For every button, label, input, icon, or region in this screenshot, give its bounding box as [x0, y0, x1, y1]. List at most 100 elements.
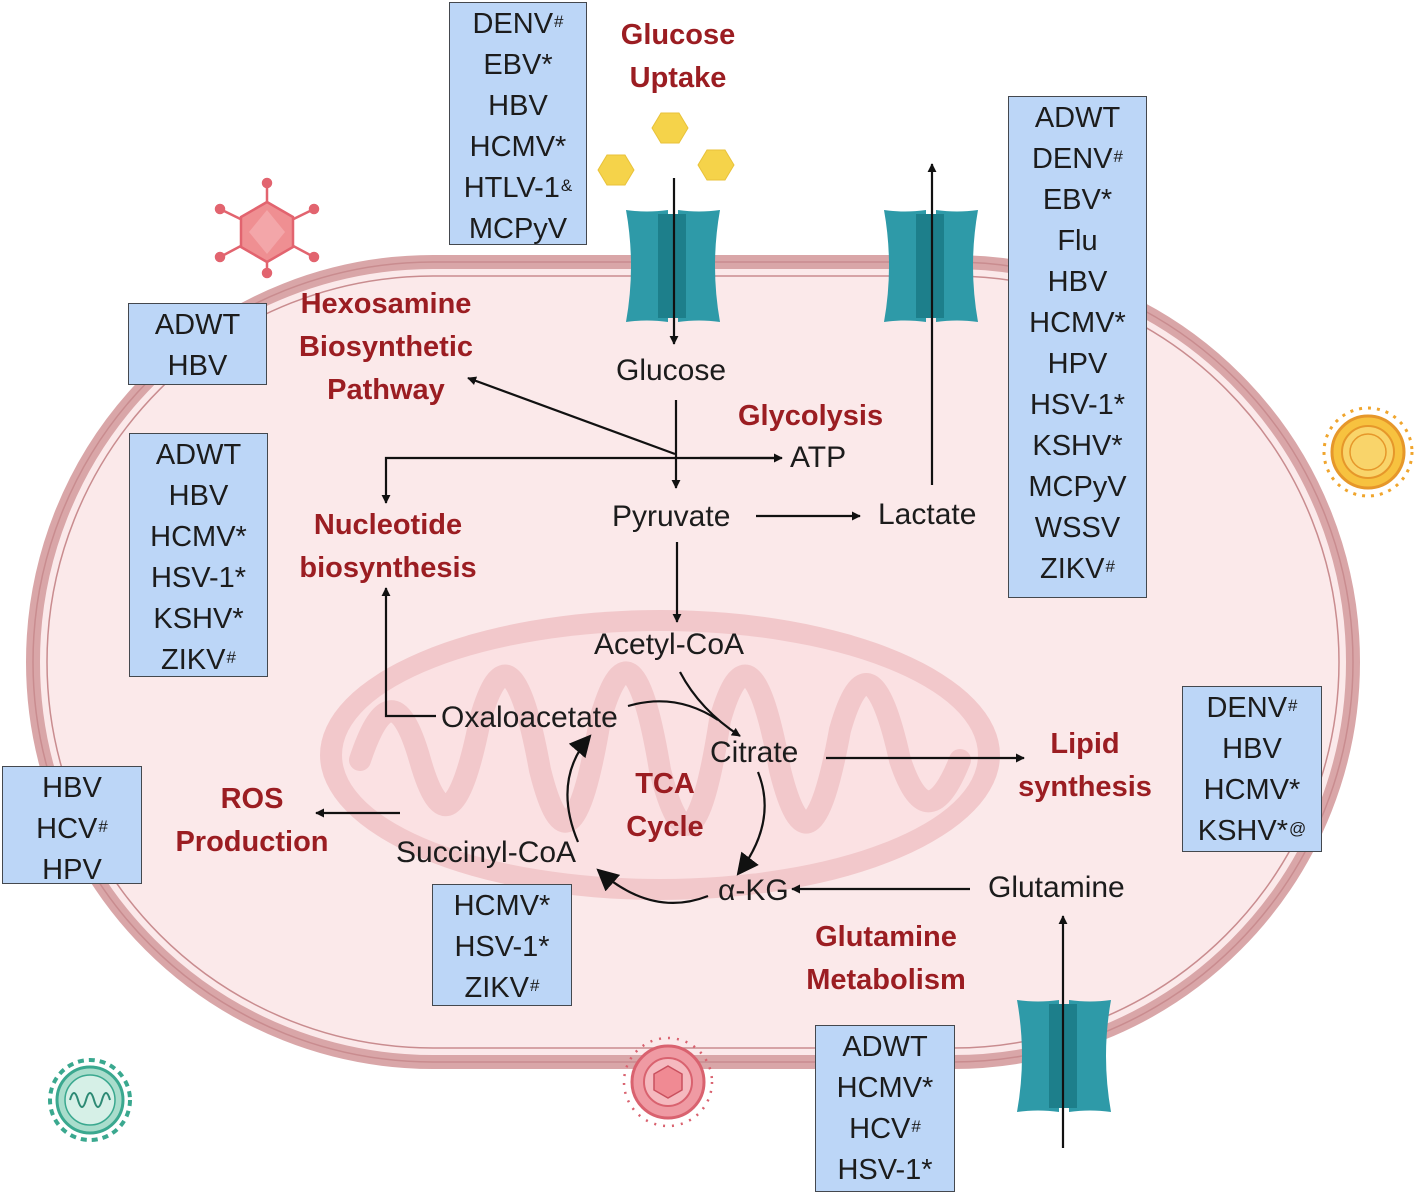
virus-footnote-mark: #	[1288, 696, 1298, 715]
virus-footnote-mark: #	[1105, 557, 1115, 576]
glutamine-transporter-icon	[1017, 1000, 1111, 1112]
tca-arc-akg-succinylcoa	[596, 868, 709, 904]
arrow-to-nucleotide-from-glycolysis	[381, 456, 780, 504]
alpha-kg-label: α-KG	[718, 874, 789, 907]
virus-name: HCMV*	[836, 1072, 934, 1104]
coronavirus-icon	[1322, 406, 1414, 498]
virus-entry: HBV	[3, 768, 141, 809]
pathway-arrows	[315, 163, 1068, 1148]
virus-entry: DENV#	[450, 4, 586, 45]
virus-name: EBV*	[1042, 184, 1113, 216]
virus-name: HCMV*	[1203, 774, 1301, 806]
virus-entry: HBV	[129, 346, 266, 387]
virus-entry: HSV-1*	[816, 1150, 954, 1191]
virus-entry: ADWT	[816, 1027, 954, 1068]
glucose-molecule-icon	[597, 112, 735, 186]
virus-footnote-mark: #	[530, 976, 540, 995]
virus-entry: HCMV*	[1009, 303, 1146, 344]
virus-name: Flu	[1057, 225, 1098, 257]
virus-entry: ZIKV#	[433, 968, 571, 1009]
virus-entry: MCPyV	[1009, 467, 1146, 508]
glutamine-label: Glutamine	[988, 871, 1125, 904]
virus-name: HBV	[1222, 733, 1282, 765]
arrow-acetylcoa-citrate	[679, 671, 741, 737]
virus-name: HSV-1*	[1029, 389, 1126, 421]
virus-entry: HSV-1*	[1009, 385, 1146, 426]
virus-name: HCV	[36, 813, 98, 845]
virus-box-glutamine: ADWT HCMV* HCV#HSV-1*	[815, 1025, 955, 1192]
virus-entry: DENV#	[1183, 688, 1321, 729]
virus-entry: HSV-1*	[130, 558, 267, 599]
tca-arc-citrate-akg	[736, 771, 766, 876]
virus-entry: ZIKV#	[130, 640, 267, 681]
mitochondrion-icon	[320, 610, 1000, 900]
virus-name: HPV	[42, 854, 102, 886]
lactate-transporter-icon	[884, 210, 978, 322]
virus-name: KSHV*	[1197, 815, 1288, 847]
acetyl-coa-label: Acetyl-CoA	[594, 628, 745, 661]
virus-entry: HPV	[3, 850, 141, 891]
virus-name: KSHV*	[1032, 430, 1123, 462]
virus-entry: HBV	[130, 476, 267, 517]
glucose-transporter-icon	[626, 210, 720, 322]
virus-entry: ADWT	[1009, 98, 1146, 139]
virus-name: HCMV*	[453, 890, 551, 922]
virus-box-tca: HCMV* HSV-1* ZIKV#	[432, 884, 572, 1006]
virus-entry: MCPyV	[450, 209, 586, 250]
virus-footnote-mark: #	[98, 817, 108, 836]
pyruvate-label: Pyruvate	[612, 500, 731, 533]
virus-name: EBV*	[483, 49, 553, 81]
virus-name: HBV	[168, 480, 229, 512]
virus-name: HCMV*	[1029, 307, 1126, 339]
virus-box-lipid: DENV# HBV HCMV* KSHV*@	[1182, 686, 1322, 852]
virus-name: DENV	[472, 8, 554, 40]
virus-name: HSV-1*	[454, 931, 550, 963]
virus-footnote-mark: @	[1289, 819, 1307, 838]
virus-name: MCPyV	[468, 213, 568, 245]
virus-name: HBV	[167, 350, 228, 382]
virus-name: HBV	[488, 90, 548, 122]
virus-entry: ADWT	[130, 435, 267, 476]
arrow-to-hexosamine	[467, 376, 676, 456]
tca-arc-succinylcoa-oxaloacetate	[566, 734, 592, 843]
virus-entry: KSHV*	[1009, 426, 1146, 467]
tca-arc-oxaloacetate-citrate	[627, 700, 719, 721]
virus-entry: HCMV*	[816, 1068, 954, 1109]
virus-footnote-mark: #	[554, 12, 564, 31]
adenovirus-icon	[214, 177, 320, 279]
virus-name: HBV	[1047, 266, 1108, 298]
succinyl-coa-label: Succinyl-CoA	[396, 836, 577, 869]
virus-name: ZIKV	[1040, 553, 1105, 585]
virus-name: DENV	[1206, 692, 1288, 724]
virus-name: HSV-1*	[150, 562, 247, 594]
virus-name: WSSV	[1034, 512, 1121, 544]
virus-entry: HBV	[1183, 729, 1321, 770]
virus-entry: KSHV*@	[1183, 811, 1321, 852]
virus-name: ADWT	[842, 1031, 928, 1063]
virus-entry: DENV#	[1009, 139, 1146, 180]
virus-entry: WSSV	[1009, 508, 1146, 549]
virus-entry: HCMV*	[433, 886, 571, 927]
virus-entry: KSHV*	[130, 599, 267, 640]
virus-name: ZIKV	[161, 644, 226, 676]
virus-entry: EBV*	[450, 45, 586, 86]
virus-entry: EBV*	[1009, 180, 1146, 221]
atp-label: ATP	[790, 441, 847, 474]
virus-footnote-mark: #	[1113, 147, 1124, 166]
virus-name: HCV	[849, 1113, 911, 1145]
virus-entry: HCV#	[816, 1109, 954, 1150]
virus-entry: HSV-1*	[433, 927, 571, 968]
virus-entry: HCMV*	[130, 517, 267, 558]
virus-name: ADWT	[155, 439, 242, 471]
